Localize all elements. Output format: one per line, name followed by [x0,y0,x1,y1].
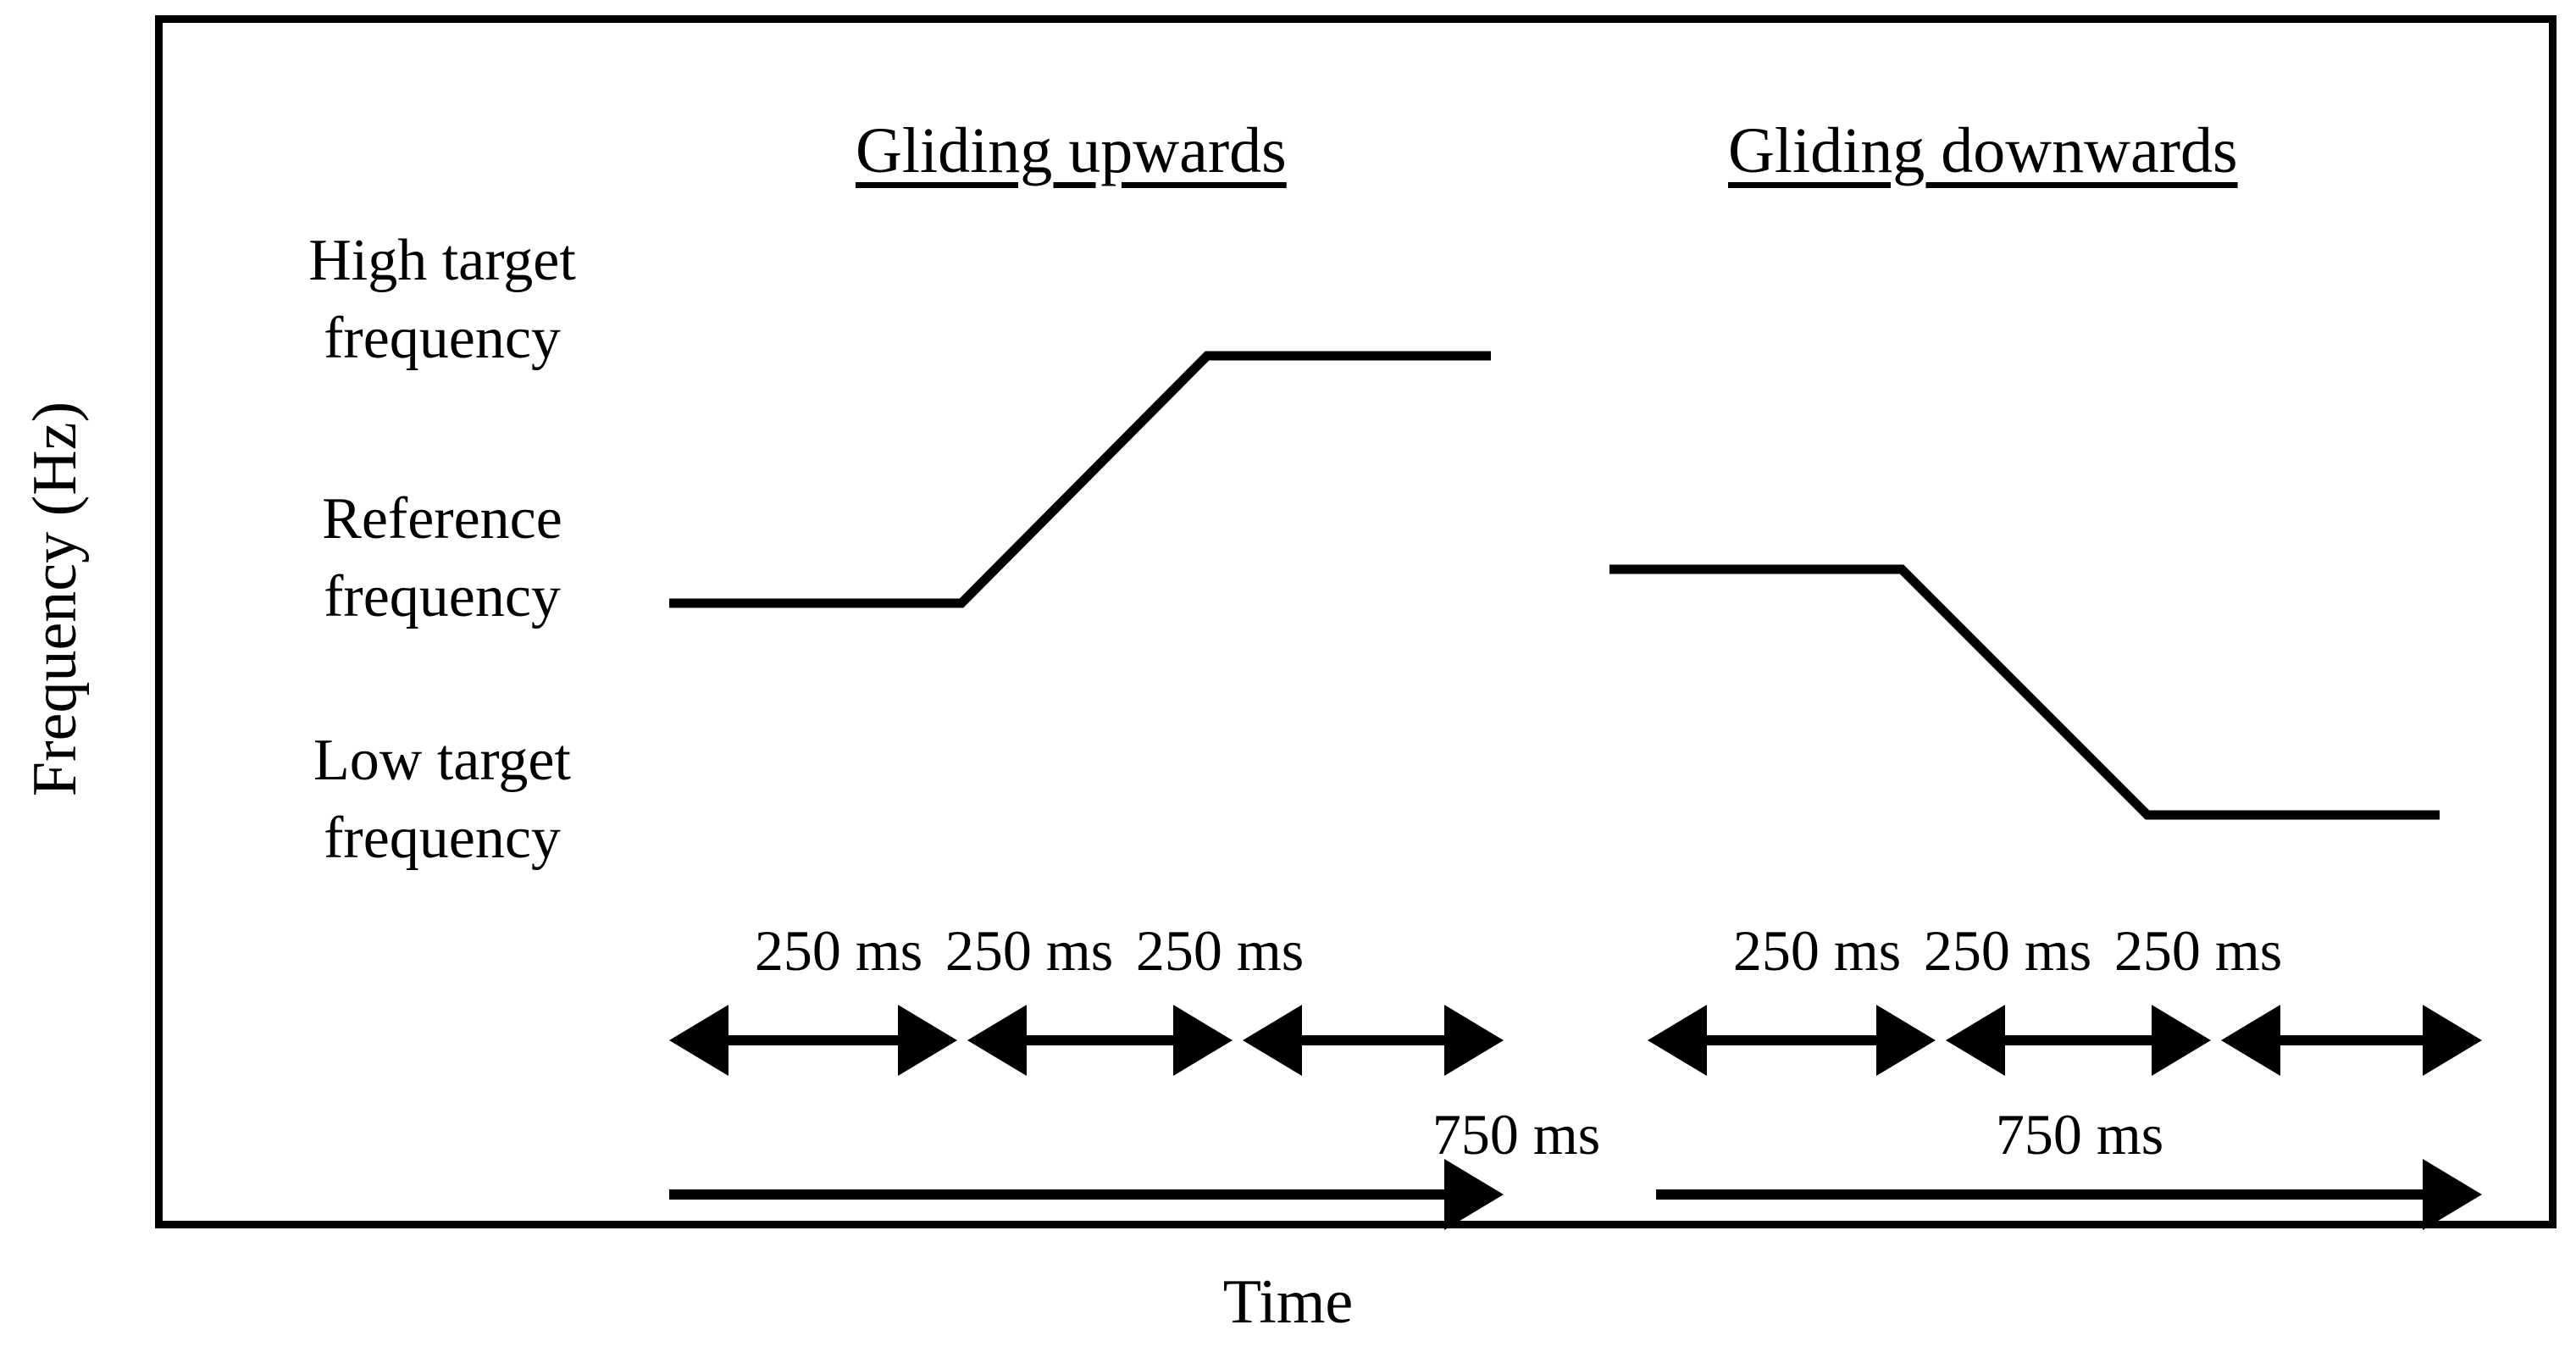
x-axis-title: Time [1222,1267,1354,1337]
y-axis-title: Frequency (Hz) [20,401,90,797]
condition-heading-gliding-downwards: Gliding downwards [1728,115,2238,186]
duration-label-down-total: 750 ms [1995,1102,2164,1167]
level-label-low-target-frequency: Low target frequency [313,728,571,872]
duration-label-up-segment-3: 250 ms [1135,918,1305,983]
level-label-high-target-frequency: High target frequency [308,228,576,372]
duration-label-down-segment-2: 250 ms [1923,918,2092,983]
condition-heading-gliding-upwards: Gliding upwards [856,115,1287,186]
level-label-reference-frequency: Reference frequency [322,486,562,630]
duration-label-up-segment-1: 250 ms [754,918,923,983]
duration-label-down-segment-3: 250 ms [2113,918,2283,983]
duration-label-up-segment-2: 250 ms [945,918,1114,983]
duration-label-up-total: 750 ms [1432,1102,1601,1167]
duration-label-down-segment-1: 250 ms [1732,918,1902,983]
